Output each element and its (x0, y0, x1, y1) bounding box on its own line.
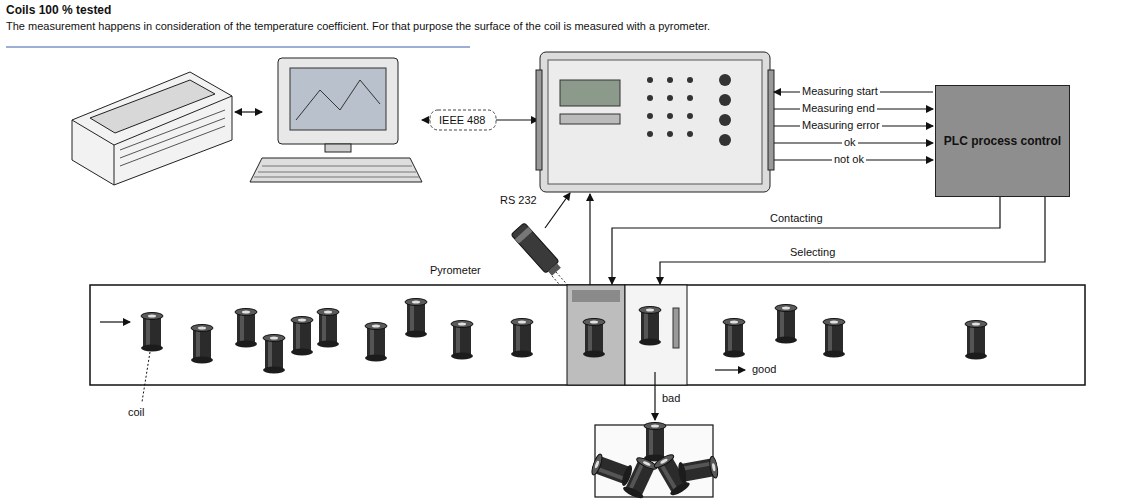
printer (72, 72, 232, 185)
interface-label: RS 232 (500, 194, 537, 207)
plc-box: PLC process control (935, 85, 1070, 197)
signal-name: Measuring start (800, 85, 880, 98)
computer (250, 58, 422, 182)
conveyor (90, 285, 1085, 420)
measuring-instrument (536, 52, 774, 192)
signal-name: Selecting (790, 246, 835, 259)
part-name: good (752, 363, 776, 376)
part-name: bad (662, 392, 680, 405)
coils (141, 299, 987, 374)
part-name: coil (128, 406, 145, 419)
reject-bin (590, 423, 719, 499)
signal-name: ok (842, 136, 858, 149)
interface-label: IEEE 488 (437, 114, 487, 127)
signal-name: Measuring end (800, 102, 877, 115)
pyrometer (511, 193, 572, 292)
title: Coils 100 % tested (6, 4, 111, 17)
signal-name: Measuring error (800, 119, 882, 132)
signal-name: not ok (832, 153, 866, 166)
subtitle: The measurement happens in consideration… (6, 20, 710, 33)
signal-name: Contacting (770, 212, 823, 225)
node-text: PLC process control (944, 134, 1061, 149)
part-name: Pyrometer (430, 264, 481, 277)
